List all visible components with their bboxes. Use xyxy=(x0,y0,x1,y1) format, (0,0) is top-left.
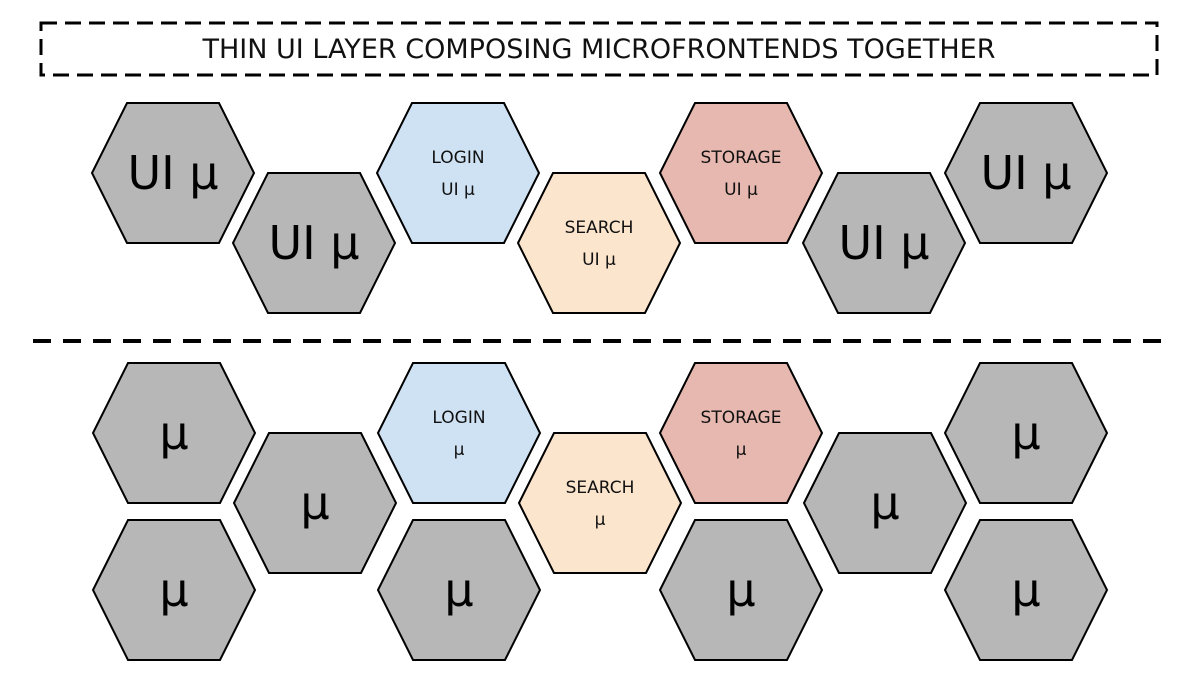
hexagon-shape-ui-generic-3 xyxy=(801,172,967,314)
hexagon-label-ui-search-line-1: SEARCH xyxy=(565,218,634,238)
hexagon-shape-svc-generic-6 xyxy=(802,432,968,574)
hexagon-ui-generic-2: UI μ xyxy=(231,172,397,314)
hexagon-label-svc-generic-1: μ xyxy=(159,406,188,460)
hexagon-shape-svc-search xyxy=(517,432,683,574)
hexagon-ui-search: SEARCH UI μ xyxy=(516,172,682,314)
hexagon-svc-generic-6: μ xyxy=(802,432,968,574)
hexagon-shape-ui-generic-2 xyxy=(231,172,397,314)
hexagon-label-svc-generic-5: μ xyxy=(726,563,755,617)
hexagon-svc-login: LOGIN μ xyxy=(376,362,542,504)
hexagon-shape-svc-generic-7 xyxy=(943,362,1109,504)
hexagon-shape-ui-search xyxy=(516,172,682,314)
hexagon-label-ui-generic-3: UI μ xyxy=(838,216,929,270)
hexagon-label-svc-generic-2: μ xyxy=(159,563,188,617)
hexagon-label-ui-login-line-1: LOGIN xyxy=(431,148,484,168)
hexagon-label-svc-search-line-2: μ xyxy=(595,510,606,530)
hexagon-label-ui-generic-1: UI μ xyxy=(127,146,218,200)
hexagon-label-ui-search-line-2: UI μ xyxy=(582,250,616,270)
hexagon-svc-generic-1: μ xyxy=(91,362,257,504)
hexagon-ui-generic-4: UI μ xyxy=(943,102,1109,244)
hexagon-shape-svc-generic-8 xyxy=(943,519,1109,661)
hexagon-label-svc-storage-line-1: STORAGE xyxy=(701,408,782,428)
hexagon-shape-svc-generic-3 xyxy=(232,432,398,574)
hexagon-label-ui-storage-line-2: UI μ xyxy=(724,180,758,200)
hexagon-shape-svc-generic-1 xyxy=(91,362,257,504)
ui-layer-hexagons: UI μ UI μ LOGIN UI μ SEARCH UI μ STORAGE UI μ UI… xyxy=(90,102,1109,314)
banner-title: THIN UI LAYER COMPOSING MICROFRONTENDS T… xyxy=(202,34,996,65)
hexagon-svc-generic-4: μ xyxy=(376,519,542,661)
hexagon-ui-storage: STORAGE UI μ xyxy=(658,102,824,244)
hexagon-label-svc-login-line-1: LOGIN xyxy=(432,408,485,428)
hexagon-ui-generic-1: UI μ xyxy=(90,102,256,244)
hexagon-svc-generic-5: μ xyxy=(658,519,824,661)
top-banner: THIN UI LAYER COMPOSING MICROFRONTENDS T… xyxy=(39,21,1159,77)
hexagon-label-ui-generic-2: UI μ xyxy=(268,216,359,270)
hexagon-shape-ui-login xyxy=(375,102,541,244)
banner-dashed-border xyxy=(39,21,1159,77)
hexagon-shape-svc-login xyxy=(376,362,542,504)
hexagon-shape-svc-generic-2 xyxy=(91,519,257,661)
hexagon-label-svc-generic-8: μ xyxy=(1011,563,1040,617)
hexagon-shape-svc-generic-4 xyxy=(376,519,542,661)
hexagon-label-svc-login-line-2: μ xyxy=(454,440,465,460)
hexagon-label-ui-generic-4: UI μ xyxy=(980,146,1071,200)
hexagon-svc-generic-8: μ xyxy=(943,519,1109,661)
hexagon-label-svc-search-line-1: SEARCH xyxy=(566,478,635,498)
hexagon-svc-generic-7: μ xyxy=(943,362,1109,504)
hexagon-label-svc-generic-3: μ xyxy=(300,476,329,530)
hexagon-svc-search: SEARCH μ xyxy=(517,432,683,574)
hexagon-shape-ui-generic-4 xyxy=(943,102,1109,244)
hexagon-svc-generic-3: μ xyxy=(232,432,398,574)
hexagon-label-ui-storage-line-1: STORAGE xyxy=(701,148,782,168)
hexagon-svc-generic-2: μ xyxy=(91,519,257,661)
hexagon-shape-ui-storage xyxy=(658,102,824,244)
hexagon-label-ui-login-line-2: UI μ xyxy=(441,180,475,200)
hexagon-label-svc-generic-7: μ xyxy=(1011,406,1040,460)
hexagon-shape-svc-storage xyxy=(658,362,824,504)
hexagon-label-svc-generic-6: μ xyxy=(870,476,899,530)
hexagon-ui-generic-3: UI μ xyxy=(801,172,967,314)
hexagon-shape-ui-generic-1 xyxy=(90,102,256,244)
hexagon-svc-storage: STORAGE μ xyxy=(658,362,824,504)
hexagon-ui-login: LOGIN UI μ xyxy=(375,102,541,244)
hexagon-shape-svc-generic-5 xyxy=(658,519,824,661)
hexagon-label-svc-storage-line-2: μ xyxy=(736,440,747,460)
hexagon-label-svc-generic-4: μ xyxy=(444,563,473,617)
